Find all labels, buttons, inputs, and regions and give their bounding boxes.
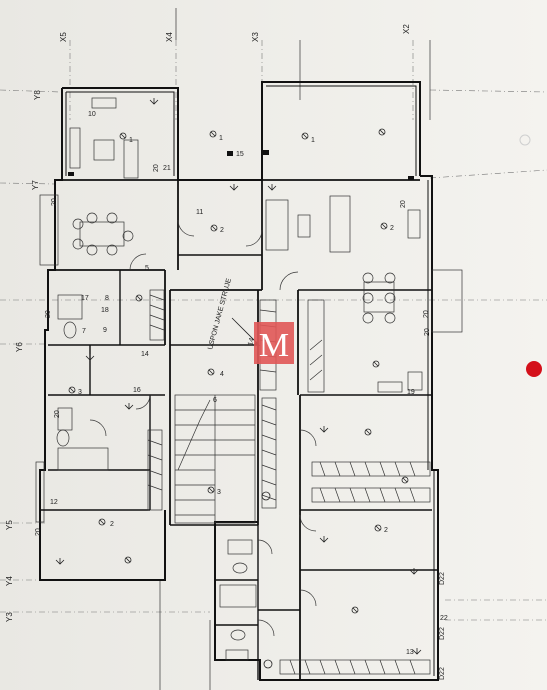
room-number: 5	[145, 265, 149, 272]
axis-label-y7: Y7	[31, 180, 40, 190]
room-number: 1	[129, 137, 133, 144]
room-number: 7	[82, 328, 86, 335]
axis-label-y8: Y8	[33, 90, 42, 100]
room-number: 9	[103, 327, 107, 334]
room-number: 21	[163, 165, 171, 172]
room-number: 1	[311, 137, 315, 144]
room-numbers: 1 1 1 2 2 2 2 3 3 4 5 6 7 8 9 10 11 12 1…	[50, 111, 448, 656]
axis-label-x2: X2	[402, 24, 411, 34]
interior-walls	[40, 179, 438, 680]
axis-label-y3: Y3	[5, 612, 14, 622]
dimension-mark: 20	[51, 198, 58, 206]
room-number: 13	[406, 649, 414, 656]
room-number: 2	[390, 225, 394, 232]
room-number: 8	[105, 295, 109, 302]
room-number: 1	[219, 135, 223, 142]
room-number: 2	[220, 227, 224, 234]
room-number: 4	[220, 371, 224, 378]
axis-label-x4: X4	[165, 32, 174, 42]
room-number: 3	[217, 489, 221, 496]
room-number: 19	[407, 389, 415, 396]
room-number: 12	[50, 499, 58, 506]
axis-label-x5: X5	[59, 32, 68, 42]
dimension-marks: 20 20 20 20 20 20 20 20 D22 D22 D22	[35, 164, 446, 680]
electrical-symbols	[55, 98, 422, 669]
axis-labels: X5 X4 X3 X2 Y8 Y7 Y6 Y5 Y4 Y3	[5, 24, 411, 622]
dimension-mark: 20	[45, 310, 52, 318]
logo-letter: M	[259, 327, 289, 364]
exterior-walls	[35, 81, 463, 681]
room-number: 16	[133, 387, 141, 394]
dimension-mark: 20	[400, 200, 407, 208]
room-number: 15	[236, 151, 244, 158]
side-mark-d22: D22	[439, 667, 446, 680]
room-number: 17	[81, 295, 89, 302]
room-number: 10	[88, 111, 96, 118]
dimension-mark: 20	[153, 164, 160, 172]
dimension-mark: 20	[423, 310, 430, 318]
room-number: 18	[101, 307, 109, 314]
room-number: 2	[384, 527, 388, 534]
room-number: 11	[196, 209, 203, 216]
staircase	[174, 394, 256, 524]
red-stain	[526, 361, 542, 377]
side-mark-d22: D22	[439, 572, 446, 585]
dimension-mark: 20	[424, 328, 431, 336]
dimension-mark: 20	[54, 410, 61, 418]
room-number: 14	[141, 351, 149, 358]
axis-label-y5: Y5	[5, 520, 14, 530]
room-number: 22	[440, 615, 448, 622]
watermark-logo: M	[254, 322, 294, 364]
dimension-mark: 20	[35, 528, 42, 536]
room-number: 3	[78, 389, 82, 396]
doors	[89, 219, 317, 637]
furniture	[56, 97, 423, 661]
axis-label-y4: Y4	[5, 576, 14, 586]
room-number: 2	[110, 521, 114, 528]
room-number: 6	[213, 397, 217, 404]
axis-label-x3: X3	[251, 32, 260, 42]
stair-number: 14	[247, 337, 256, 346]
axis-label-y6: Y6	[15, 342, 24, 352]
side-mark-d22: D22	[439, 627, 446, 640]
